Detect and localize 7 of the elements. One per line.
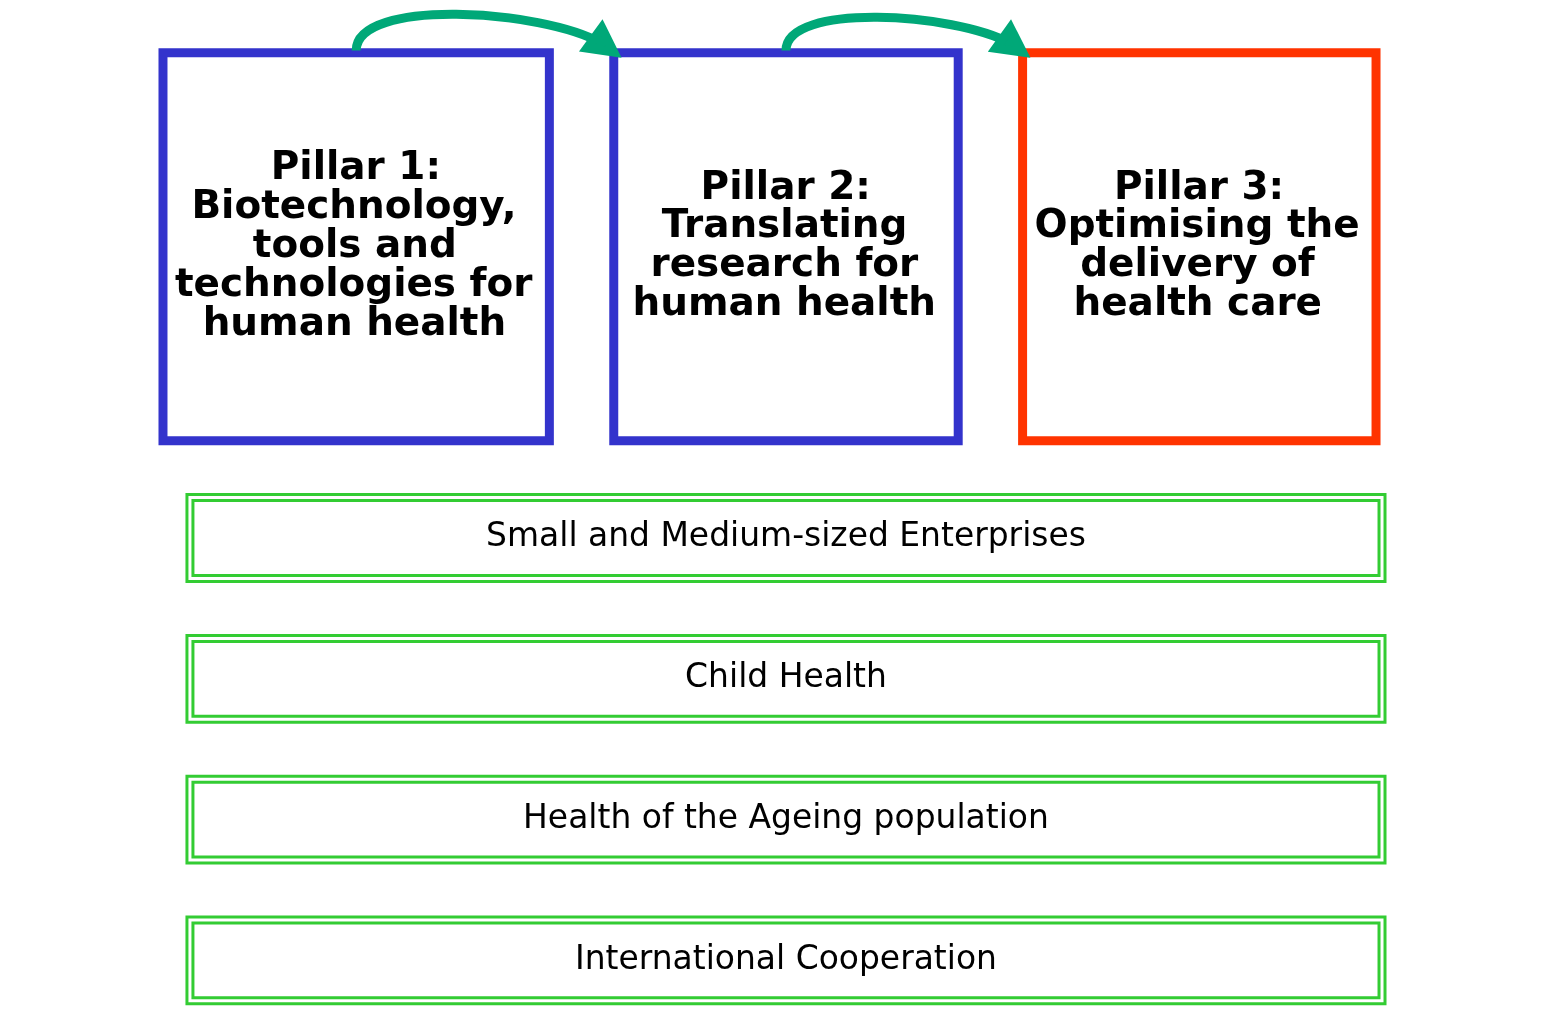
node-box: Pillar 2: Translating research for human health xyxy=(608,48,963,446)
node-box: Pillar 3: Optimising the delivery of health care xyxy=(1017,48,1380,446)
node-box: International Cooperation xyxy=(184,915,1386,1006)
node-box: Small and Medium-sized Enterprises xyxy=(184,493,1386,583)
node-box: Child Health xyxy=(184,633,1386,724)
node-box: Health of the Ageing population xyxy=(184,774,1386,865)
node-box: Pillar 1: Biotechnology, tools and technologies for human health xyxy=(158,48,554,446)
